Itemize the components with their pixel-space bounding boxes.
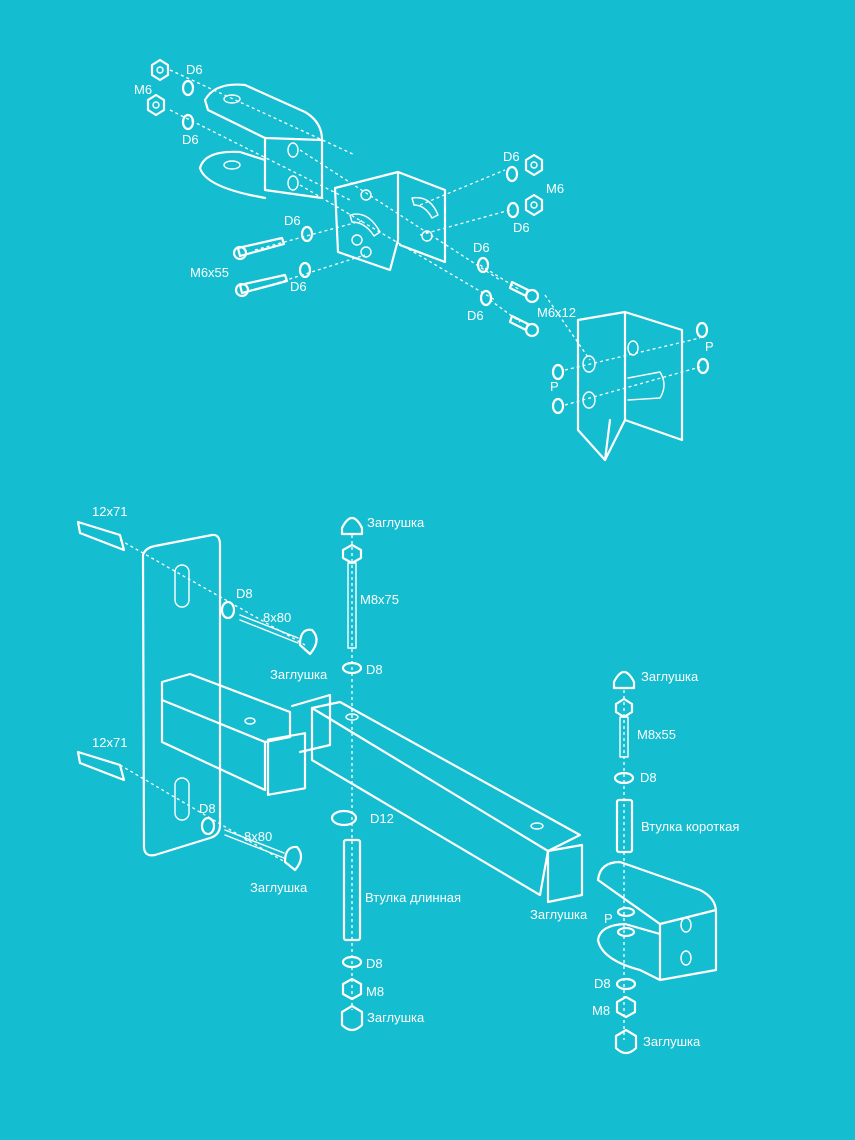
label-d6: D6 [182, 132, 199, 147]
label-nut: M8 [592, 1003, 611, 1018]
label-p: P [550, 379, 559, 394]
dowels [76, 520, 126, 782]
wall-plate [141, 533, 222, 857]
label-dowel: 12x71 [92, 735, 128, 750]
top-assembly-lines [169, 69, 701, 406]
screw-cap [298, 628, 318, 656]
bottom-right-bracket [596, 860, 718, 982]
wall-screws [224, 614, 299, 859]
label-d12: D12 [370, 811, 394, 826]
label-cap: Заглушка [367, 1010, 425, 1025]
label-screw: 8x80 [244, 829, 273, 844]
label-d8: D8 [640, 770, 657, 785]
label-d8: D8 [594, 976, 611, 991]
label-bolt: M8x55 [637, 727, 677, 742]
label-bolt: M8x75 [360, 592, 400, 607]
label-m6x12: M6x12 [537, 305, 577, 320]
bottom-assembly-lines [119, 535, 625, 1040]
label-p: P [705, 339, 714, 354]
label-d6: D6 [503, 149, 520, 164]
label-d6: D6 [513, 220, 530, 235]
label-d8: D8 [236, 586, 253, 601]
label-d8: D8 [366, 956, 383, 971]
top-hardware [146, 58, 710, 415]
top-middle-bracket [333, 170, 447, 272]
label-cap: Заглушка [250, 880, 308, 895]
label-nut: M8 [366, 984, 385, 999]
label-d8: D8 [366, 662, 383, 677]
washer-d8 [220, 600, 236, 620]
label-m6x55: M6x55 [190, 265, 230, 280]
label-d8: D8 [199, 801, 216, 816]
square-plugs [266, 693, 584, 904]
label-m6: M6 [546, 181, 565, 196]
label-dowel: 12x71 [92, 504, 128, 519]
label-m6: M6 [134, 82, 153, 97]
washer-d8 [200, 816, 216, 836]
right-vertical-hardware [612, 670, 638, 1055]
label-cap: Заглушка [270, 667, 328, 682]
label-d6: D6 [467, 308, 484, 323]
label-cap: Заглушка [530, 907, 588, 922]
label-p: P [604, 911, 613, 926]
top-u-bracket [198, 83, 324, 200]
long-arm [310, 700, 582, 897]
short-tube [160, 672, 292, 792]
label-cap: Заглушка [367, 515, 425, 530]
label-sleeve-short: Втулка короткая [641, 819, 740, 834]
label-cap: Заглушка [641, 669, 699, 684]
top-p-bracket [576, 310, 684, 462]
label-d6: D6 [284, 213, 301, 228]
label-sleeve-long: Втулка длинная [365, 890, 462, 905]
left-vertical-hardware [330, 516, 364, 1032]
label-d6: D6 [290, 279, 307, 294]
label-screw: 8x80 [263, 610, 292, 625]
label-d6: D6 [473, 240, 490, 255]
label-d6: D6 [186, 62, 203, 77]
label-cap: Заглушка [643, 1034, 701, 1049]
screw-cap [283, 845, 303, 872]
